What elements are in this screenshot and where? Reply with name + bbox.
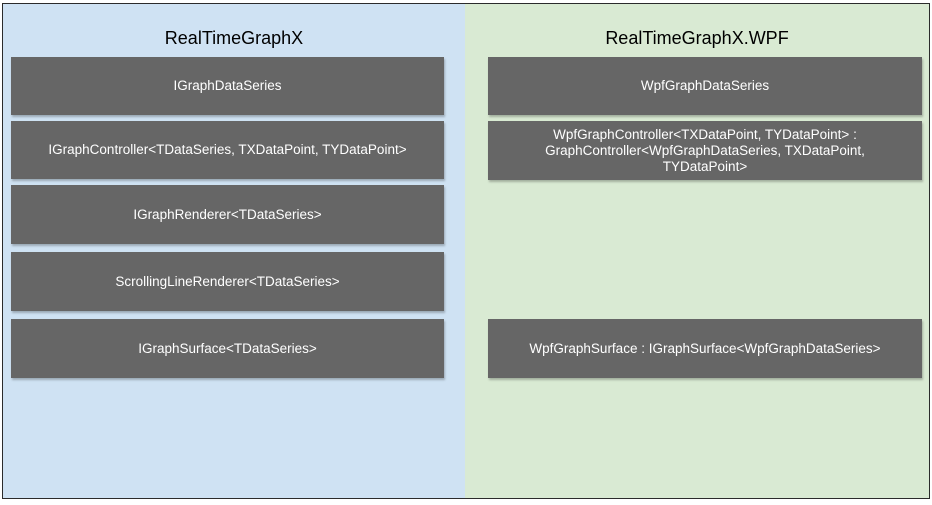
realtimegraphx-wpf-panel: RealTimeGraphX.WPF WpfGraphDataSeries Wp…: [465, 3, 930, 499]
box-wpfgraphcontroller: WpfGraphController<TXDataPoint, TYDataPo…: [488, 121, 922, 180]
box-igraphdataseries: IGraphDataSeries: [11, 57, 444, 115]
box-igraphrenderer: IGraphRenderer<TDataSeries>: [11, 185, 444, 244]
box-scrollinglinerenderer: ScrollingLineRenderer<TDataSeries>: [11, 252, 444, 311]
panel-title-realtimegraphx: RealTimeGraphX: [164, 28, 304, 48]
realtimegraphx-panel: RealTimeGraphX IGraphDataSeries IGraphCo…: [2, 3, 466, 499]
box-igraphcontroller: IGraphController<TDataSeries, TXDataPoin…: [11, 121, 444, 179]
box-wpfgraphdataseries: WpfGraphDataSeries: [488, 57, 922, 115]
panel-title-realtimegraphx-wpf: RealTimeGraphX.WPF: [605, 28, 789, 48]
box-igraphsurface: IGraphSurface<TDataSeries>: [11, 319, 444, 378]
box-wpfgraphsurface: WpfGraphSurface : IGraphSurface<WpfGraph…: [488, 319, 922, 378]
